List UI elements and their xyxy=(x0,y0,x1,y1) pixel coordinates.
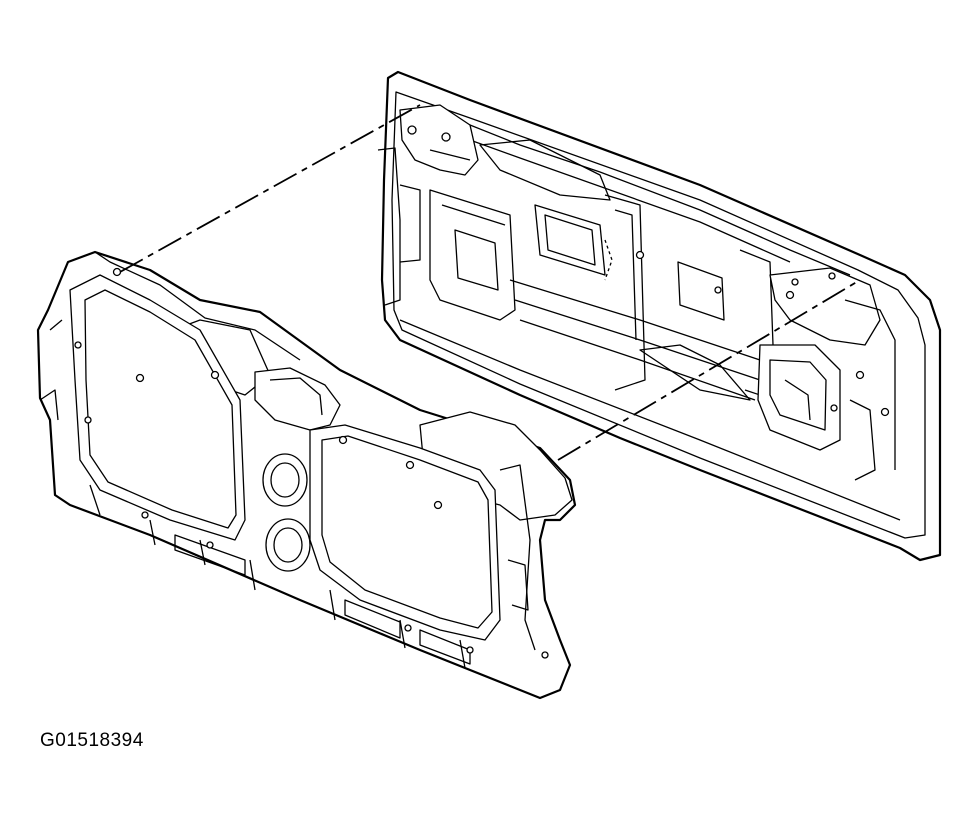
dash-panel xyxy=(377,70,942,562)
dash-insulator xyxy=(36,250,577,700)
figure-code: G01518394 xyxy=(40,730,144,751)
alignment-line-left xyxy=(119,104,421,273)
alignment-line-right xyxy=(557,279,861,461)
